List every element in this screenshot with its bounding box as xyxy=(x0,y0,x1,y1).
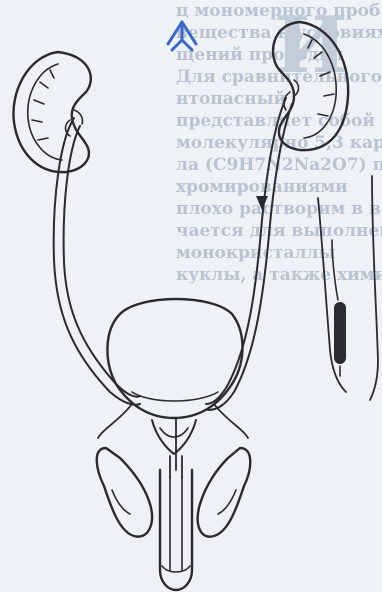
bladder xyxy=(107,299,242,418)
right-testis xyxy=(198,448,251,537)
right-ureter xyxy=(206,98,292,410)
side-detail xyxy=(256,176,378,400)
left-ureter xyxy=(54,118,140,405)
double-chevron-up-icon xyxy=(168,22,196,50)
dark-capsule-icon xyxy=(334,302,346,364)
prostate-and-urethra xyxy=(98,404,248,478)
left-kidney xyxy=(13,52,90,172)
penis xyxy=(160,470,192,590)
left-testis xyxy=(97,448,152,537)
small-dark-marker xyxy=(256,196,268,210)
